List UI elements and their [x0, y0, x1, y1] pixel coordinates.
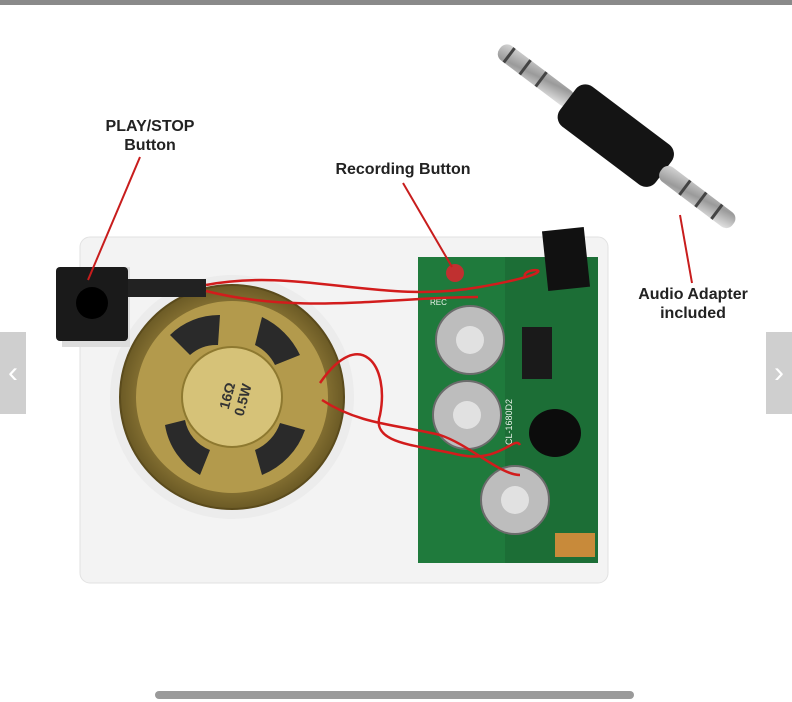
chevron-right-icon: › [774, 356, 784, 389]
previous-image-button[interactable]: ‹ [0, 332, 26, 414]
recording-callout: Recording Button [335, 161, 471, 178]
chip-silk-label: CL-1680D2 [504, 399, 514, 445]
product-photo: 16Ω 0.5W REC CL-1680D2 [56, 44, 736, 584]
adapter-callout: Audio Adapter included [620, 285, 766, 323]
play-stop-callout: PLAY/STOP Button [100, 117, 200, 155]
red-wires [205, 268, 540, 477]
chevron-left-icon: ‹ [8, 356, 18, 389]
play-stop-button-component [56, 267, 206, 347]
bottom-scrollbar[interactable] [155, 691, 634, 699]
product-image-gallery: 16Ω 0.5W REC CL-1680D2 [0, 5, 792, 690]
rec-button-led [446, 264, 464, 282]
adapter-sub-label: included [660, 305, 726, 322]
pcb-board: REC CL-1680D2 [418, 226, 598, 563]
speaker: 16Ω 0.5W [110, 275, 354, 519]
top-scrollbar [0, 0, 792, 5]
audio-adapter-plug [497, 44, 736, 229]
adapter-label: Audio Adapter [638, 286, 748, 303]
callout-lines [87, 156, 693, 284]
play-stop-sub-label: Button [124, 137, 176, 154]
speaker-impedance: 16Ω [216, 381, 238, 411]
next-image-button[interactable]: › [766, 332, 792, 414]
play-stop-label: PLAY/STOP [105, 118, 195, 135]
rec-silk-label: REC [430, 298, 447, 307]
